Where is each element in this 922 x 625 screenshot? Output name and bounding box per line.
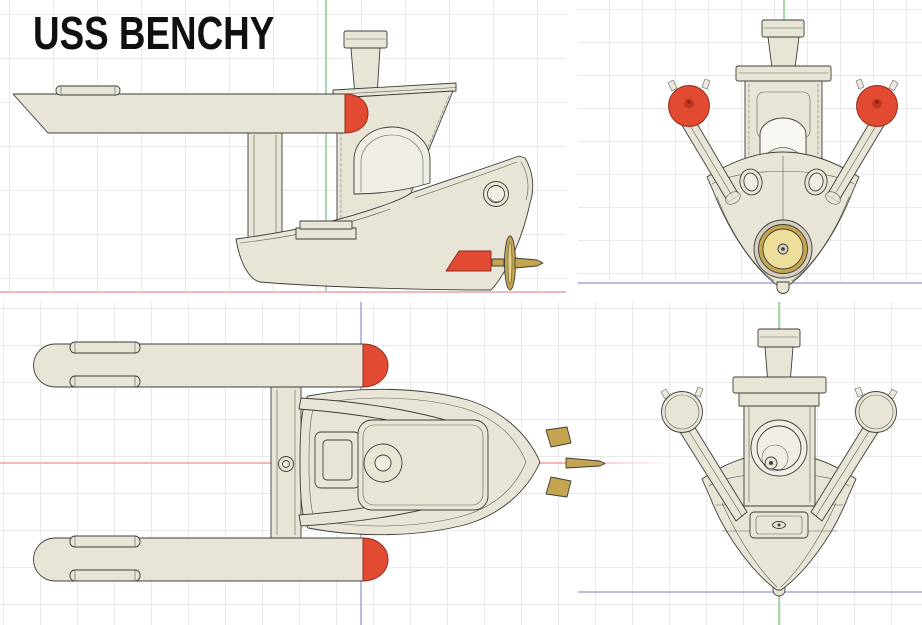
nacelle-end-right [855, 391, 897, 433]
strut-right-line [815, 416, 879, 517]
porthole-right [804, 168, 828, 196]
cabin-arch-window [353, 126, 431, 195]
deck-bench-dot [777, 523, 781, 527]
chimney-bore [374, 454, 392, 472]
bow-view [660, 328, 898, 597]
window-through-dot [769, 461, 773, 465]
cabin-roof [357, 419, 489, 511]
porthole-glass [487, 185, 505, 203]
cabin-roof-step [738, 392, 820, 407]
bussard-dome [344, 93, 369, 134]
bussard-left-dot [687, 100, 691, 104]
nacelle-end-left-ring [664, 394, 700, 430]
propeller-disc-inner [507, 241, 513, 285]
porthole-left [739, 168, 763, 196]
strut-left-line [679, 416, 743, 517]
pylon-screw-center [282, 460, 290, 468]
propeller-shaft [514, 257, 544, 269]
rudder [445, 250, 492, 272]
drawing-title: USS BENCHY [33, 7, 275, 59]
strut-left-foot [725, 191, 741, 205]
hull-crease-left [721, 502, 778, 588]
stern-view [667, 19, 899, 294]
nacelle-end-right-ring [858, 394, 894, 430]
gunwale-inner-line [308, 397, 527, 527]
bussard-dome-top [362, 343, 389, 388]
side-view [12, 30, 544, 291]
strut-right-foot [825, 191, 841, 205]
porthole-glint [489, 197, 500, 202]
cabin-roof-slab [732, 376, 827, 394]
propeller-blade-top [545, 426, 572, 448]
propeller-hub-dot [781, 247, 785, 251]
nacelle-top-handle-b [69, 375, 141, 388]
handle-ticks [74, 569, 136, 582]
cabin-roof-inner-line [362, 424, 484, 506]
cabin-ring-window-inner [756, 425, 802, 471]
cabin-edge-lines [748, 406, 811, 503]
cabin-roof-line [332, 87, 457, 95]
hull-crease-right [780, 502, 837, 588]
handle-ticks [74, 341, 136, 354]
bussard-dome-bottom [362, 537, 389, 582]
hull-edge-left [716, 196, 775, 282]
porthole-glass [743, 172, 759, 192]
chimney-cap [761, 19, 805, 38]
x-axis-line-bow-view [578, 591, 922, 593]
propeller-shaft [565, 457, 606, 469]
x-axis-line-side-view [0, 291, 566, 293]
propeller-blade-bottom [545, 476, 572, 498]
chimney-cap [343, 30, 388, 49]
deck-box-lid [299, 220, 353, 230]
hull-edge-right [791, 196, 850, 282]
nacelle-handle [55, 85, 121, 96]
nacelle-end-left [661, 391, 703, 433]
chimney-body [767, 36, 800, 69]
nacelle-top-handle-a [69, 341, 141, 354]
cabin-arch-inner-line [360, 134, 424, 193]
strut-right-line [831, 113, 884, 200]
pylon-bar-lines [276, 389, 296, 536]
bow-edge-line [520, 161, 529, 201]
nacelle [12, 93, 346, 134]
handle-ticks [74, 375, 136, 388]
deck-box-base [295, 227, 357, 240]
bussard-right-tabs [855, 78, 899, 92]
cabin-roof-slab [735, 65, 832, 82]
cabin-arch-opening [759, 117, 807, 157]
nacelle-bottom-handle-b [69, 569, 141, 582]
bussard-right-dot [875, 100, 879, 104]
strut-left-line [682, 113, 735, 200]
cabin-layer-lines [748, 83, 819, 157]
cargo-frame-inner [322, 439, 353, 481]
chimney-cap [757, 328, 801, 348]
nacelle-handle-ticks [60, 85, 116, 96]
nacelle-pylon [247, 132, 283, 252]
keel-tab [776, 281, 790, 294]
bussard-left-tabs [667, 78, 711, 92]
deck-bench-inner [755, 515, 803, 535]
top-view [33, 341, 606, 582]
nacelle-bottom-handle-a [69, 535, 141, 548]
handle-ticks [74, 535, 136, 548]
window-through-arc [761, 444, 789, 472]
porthole-glass [808, 172, 824, 192]
propeller-hub-stub [491, 258, 505, 267]
nacelle-pylon-lines [253, 134, 277, 249]
x-axis-line-stern-view [578, 282, 922, 284]
bow-sheer-line [414, 161, 518, 199]
y-axis-line-side-view [325, 0, 327, 291]
